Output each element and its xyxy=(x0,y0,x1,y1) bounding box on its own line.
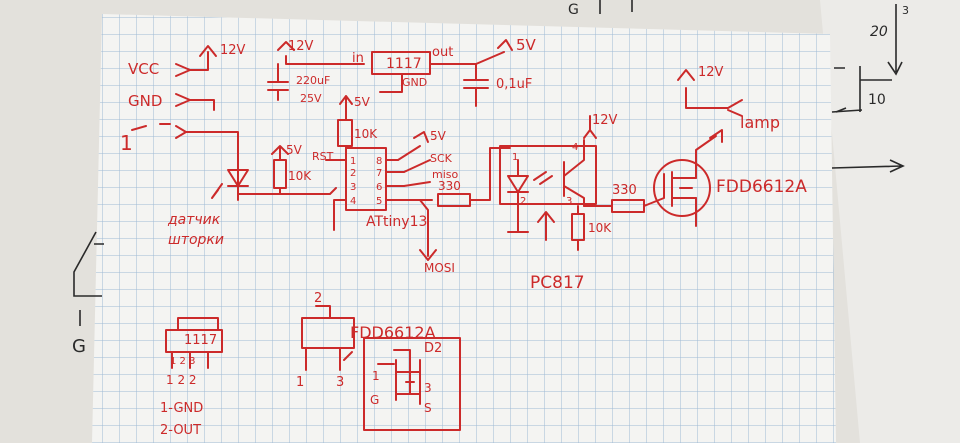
r10k-gate-label: 10K xyxy=(588,221,612,235)
r330-mcu-label: 330 xyxy=(438,179,461,193)
r10k-top-label: 10K xyxy=(354,127,378,141)
mcu-pin4: 4 xyxy=(350,196,356,207)
pencil-label-g: G xyxy=(72,336,86,357)
reg-package-note2: 2-OUT xyxy=(160,423,201,438)
reg-in-label: in xyxy=(352,51,364,66)
pencil-label-3: 3 xyxy=(902,4,909,17)
gnd-label: GND xyxy=(128,92,162,110)
mcu-name-label: ATtiny13 xyxy=(366,214,427,230)
mos-package-g: G xyxy=(370,393,379,407)
mos-package-name: FDD6612A xyxy=(350,323,436,342)
opto-pin2: 2 xyxy=(520,196,526,207)
mcu-pin7: 7 xyxy=(376,168,382,179)
r10k-sensor-label: 10K xyxy=(288,169,312,183)
sck-label: SCK xyxy=(430,152,453,165)
opto-pin4: 4 xyxy=(572,142,578,153)
mcu-pin6: 6 xyxy=(376,182,382,193)
input-number: 1 xyxy=(120,131,133,155)
v5-r10k-label: 5V xyxy=(354,95,371,109)
schematic-wires xyxy=(131,39,743,431)
mcu-pin5: 5 xyxy=(376,196,382,207)
rst-label: RST xyxy=(312,150,334,163)
mos-package-s-num: 3 xyxy=(424,381,432,395)
pencil-sketches xyxy=(73,0,905,326)
reg-package-nums: 1 2 2 xyxy=(166,373,197,387)
r330-gate-label: 330 xyxy=(612,183,637,198)
reg-package-pins: 1 2 3 xyxy=(170,356,195,367)
mosi-label: MOSI xyxy=(424,261,455,275)
v5-mcu-label: 5V xyxy=(430,129,447,143)
mos-package-g-num: 1 xyxy=(372,369,380,383)
mos-package-tab: 2 xyxy=(314,291,322,306)
mcu-pin3: 3 xyxy=(350,182,356,193)
mos-package-pin1: 1 xyxy=(296,375,304,390)
reg-gnd-label: GND xyxy=(402,76,427,89)
cap-01uf-label: 0,1uF xyxy=(496,77,532,92)
pencil-label-10: 10 xyxy=(868,92,886,108)
mcu-pin1: 1 xyxy=(350,156,356,167)
mcu-pin8: 8 xyxy=(376,156,382,167)
v12-opto-label: 12V xyxy=(592,113,618,128)
opto-name-label: PC817 xyxy=(530,273,585,293)
sensor-label-line2: шторки xyxy=(168,232,224,248)
mcu-pin2: 2 xyxy=(350,168,356,179)
v5-sensor-label: 5V xyxy=(286,143,303,157)
reg-package-name: 1117 xyxy=(184,333,217,348)
opto-pin1: 1 xyxy=(512,152,518,163)
pencil-label-g-top: G xyxy=(568,2,579,18)
v12-lamp-label: 12V xyxy=(698,65,724,80)
sensor-label-line1: датчик xyxy=(167,212,221,228)
cap-25v-label: 25V xyxy=(300,92,322,105)
graph-paper xyxy=(92,14,836,443)
vcc-label: VCC xyxy=(128,60,159,78)
mos-package-s: S xyxy=(424,401,432,415)
mos-package-d: D2 xyxy=(424,341,442,356)
reg-part-label: 1117 xyxy=(386,56,422,72)
v12-cap-label: 12V xyxy=(288,39,314,54)
pencil-label-20: 20 xyxy=(870,24,888,40)
v5-reg-label: 5V xyxy=(516,36,537,54)
lamp-label: lamp xyxy=(740,113,780,132)
mosfet-name-label: FDD6612A xyxy=(716,177,807,197)
reg-package-note1: 1-GND xyxy=(160,401,203,416)
mos-package-pin3: 3 xyxy=(336,375,344,390)
opto-pin3: 3 xyxy=(566,196,572,207)
reg-out-label: out xyxy=(432,45,453,60)
cap-220uf-label: 220uF xyxy=(296,74,330,87)
miso-label: miso xyxy=(432,168,459,181)
v12-left-label: 12V xyxy=(220,43,246,58)
